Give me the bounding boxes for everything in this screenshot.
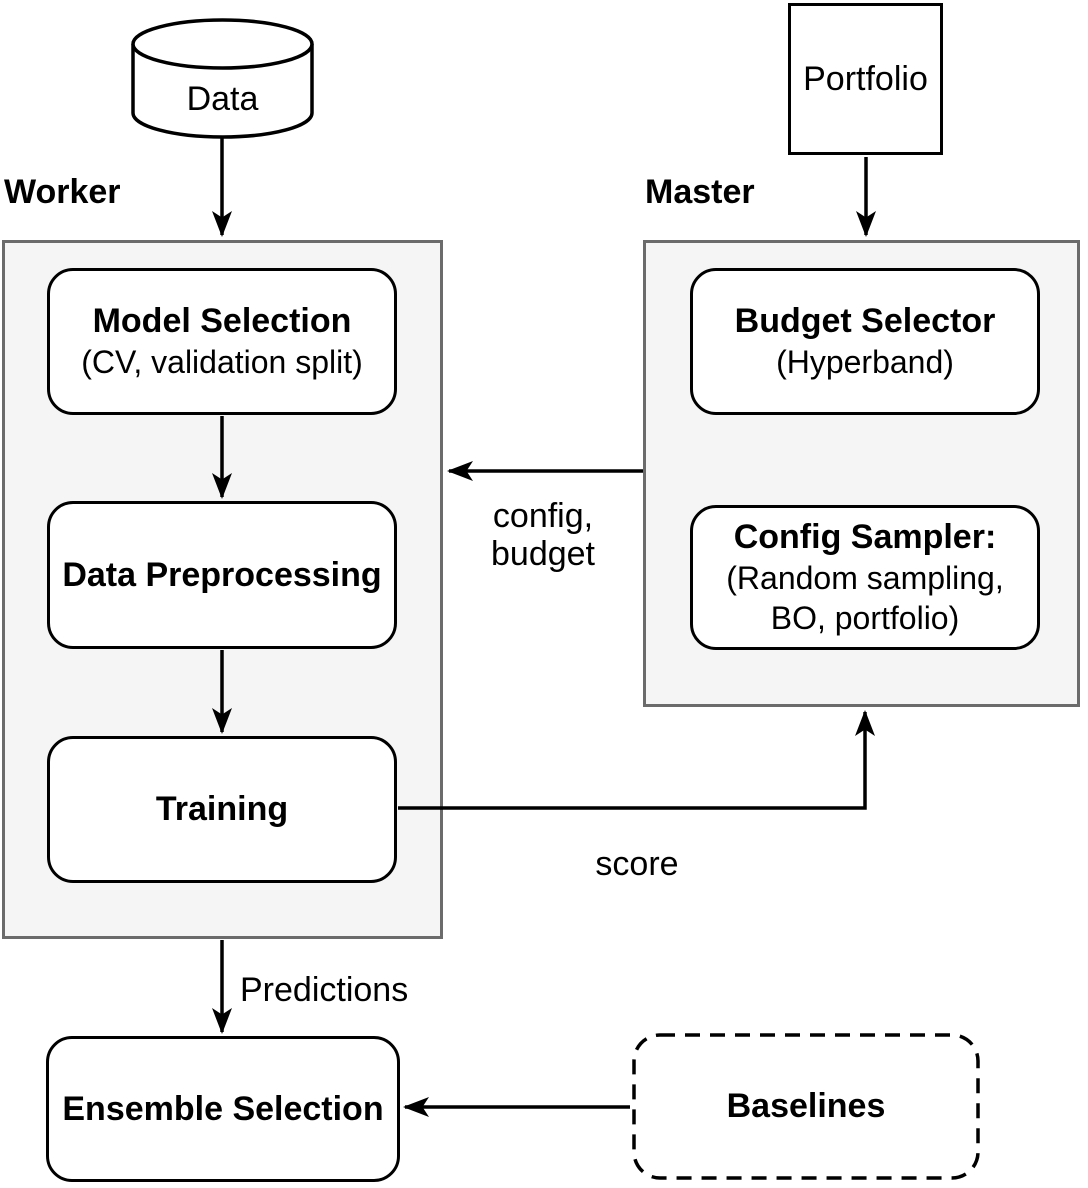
baselines-title: Baselines <box>726 1087 886 1125</box>
data-store-label: Data <box>186 80 259 118</box>
baselines-box <box>632 1033 980 1180</box>
budget-selector-node: Budget Selector (Hyperband) <box>690 268 1040 415</box>
budget-selector-title: Budget Selector <box>734 302 996 340</box>
portfolio-label: Portfolio <box>803 60 928 98</box>
config-budget-line2: budget <box>491 535 595 573</box>
config-sampler-subtitle-line2: BO, portfolio) <box>770 600 960 636</box>
data-preprocessing-node: Data Preprocessing <box>47 501 397 649</box>
config-budget-edge-label: config, budget <box>443 497 643 573</box>
ensemble-selection-node: Ensemble Selection <box>46 1036 400 1182</box>
data-cylinder-top <box>131 18 314 70</box>
arrow-training-to-master-score <box>398 710 875 810</box>
worker-label: Worker <box>4 173 121 211</box>
budget-selector-subtitle: (Hyperband) <box>776 344 954 380</box>
model-selection-node: Model Selection (CV, validation split) <box>47 268 397 415</box>
training-title: Training <box>155 790 289 828</box>
ensemble-selection-title: Ensemble Selection <box>62 1089 384 1128</box>
config-sampler-title: Config Sampler: <box>733 518 997 556</box>
training-node: Training <box>47 736 397 883</box>
config-sampler-node: Config Sampler: (Random sampling, BO, po… <box>690 505 1040 650</box>
predictions-edge-label: Predictions <box>240 971 409 1009</box>
portfolio-node: Portfolio <box>788 3 943 155</box>
master-label: Master <box>645 173 755 211</box>
config-budget-line1: config, <box>492 497 594 535</box>
model-selection-title: Model Selection <box>92 302 352 340</box>
baselines-node: Baselines <box>632 1033 980 1180</box>
score-edge-label: score <box>595 845 679 883</box>
data-preprocessing-title: Data Preprocessing <box>62 555 382 594</box>
config-sampler-subtitle-line1: (Random sampling, <box>726 560 1004 596</box>
data-cylinder <box>133 44 312 137</box>
model-selection-subtitle: (CV, validation split) <box>81 344 363 380</box>
